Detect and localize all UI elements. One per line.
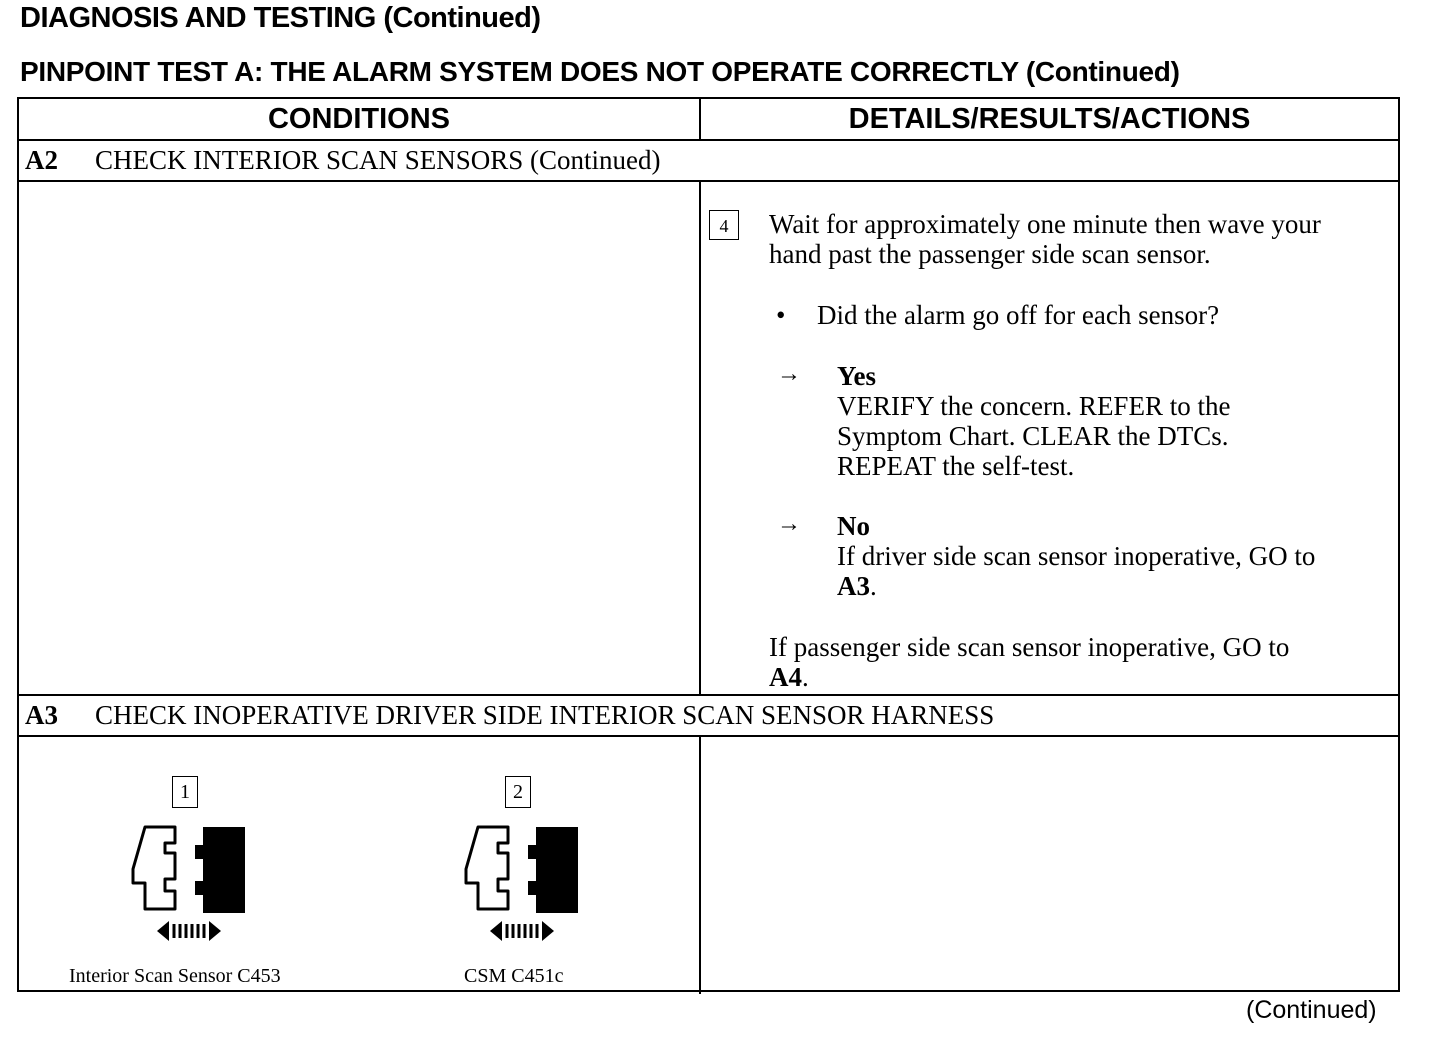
column-divider-a2: [699, 180, 701, 696]
goto-a4-ref[interactable]: A4: [769, 662, 802, 692]
continued-label: (Continued): [1246, 996, 1377, 1024]
no-action-line: If driver side scan sensor inoperative, …: [837, 541, 1316, 571]
section-a2-label: CHECK INTERIOR SCAN SENSORS (Continued): [95, 145, 661, 175]
section-a3-id: A3: [25, 700, 58, 730]
step-number-box: 4: [709, 210, 739, 240]
period: .: [802, 662, 809, 692]
yes-action-line: REPEAT the self-test.: [837, 451, 1075, 481]
page-title: DIAGNOSIS AND TESTING (Continued): [20, 2, 541, 34]
figure-caption: CSM C451c: [464, 965, 564, 987]
section-a2-title: A2 CHECK INTERIOR SCAN SENSORS (Continued…: [25, 145, 661, 176]
arrow-right-icon: →: [777, 361, 801, 387]
figure-number-box: 2: [505, 776, 531, 808]
a3-title-divider: [19, 735, 1398, 737]
header-divider: [19, 139, 1398, 141]
step-instruction: Wait for approximately one minute then w…: [769, 209, 1321, 269]
connector-disconnect-icon: [464, 825, 578, 941]
yes-label: Yes: [837, 361, 876, 391]
no-label: No: [837, 511, 870, 541]
step-instruction-line: Wait for approximately one minute then w…: [769, 209, 1321, 239]
arrow-right-icon: →: [777, 511, 801, 537]
a2-title-divider: [19, 180, 1398, 182]
yes-action-line: Symptom Chart. CLEAR the DTCs.: [837, 421, 1229, 451]
conditions-header: CONDITIONS: [267, 102, 451, 135]
connector-disconnect-icon: [131, 825, 245, 941]
details-header: DETAILS/RESULTS/ACTIONS: [848, 102, 1251, 135]
figure-number-box: 1: [172, 776, 198, 808]
no-result: No If driver side scan sensor inoperativ…: [837, 511, 1315, 601]
section-a2-id: A2: [25, 145, 58, 175]
step-instruction-line: hand past the passenger side scan sensor…: [769, 239, 1211, 269]
yes-action-line: VERIFY the concern. REFER to the: [837, 391, 1231, 421]
column-divider-a3: [699, 735, 701, 994]
passenger-side-action: If passenger side scan sensor inoperativ…: [769, 632, 1289, 692]
pinpoint-test-title: PINPOINT TEST A: THE ALARM SYSTEM DOES N…: [20, 56, 1180, 87]
section-a3-label: CHECK INOPERATIVE DRIVER SIDE INTERIOR S…: [95, 700, 995, 730]
question-text: Did the alarm go off for each sensor?: [817, 300, 1220, 330]
section-a3-title: A3 CHECK INOPERATIVE DRIVER SIDE INTERIOR…: [25, 700, 994, 731]
period: .: [870, 571, 877, 601]
passenger-action-line: If passenger side scan sensor inoperativ…: [769, 632, 1290, 662]
bullet-icon: •: [776, 300, 786, 330]
goto-a3-ref[interactable]: A3: [837, 571, 870, 601]
yes-result: Yes VERIFY the concern. REFER to the Sym…: [837, 361, 1230, 481]
column-divider-header: [699, 99, 701, 141]
a2-end-divider: [19, 694, 1398, 696]
figure-caption: Interior Scan Sensor C453: [69, 965, 281, 987]
